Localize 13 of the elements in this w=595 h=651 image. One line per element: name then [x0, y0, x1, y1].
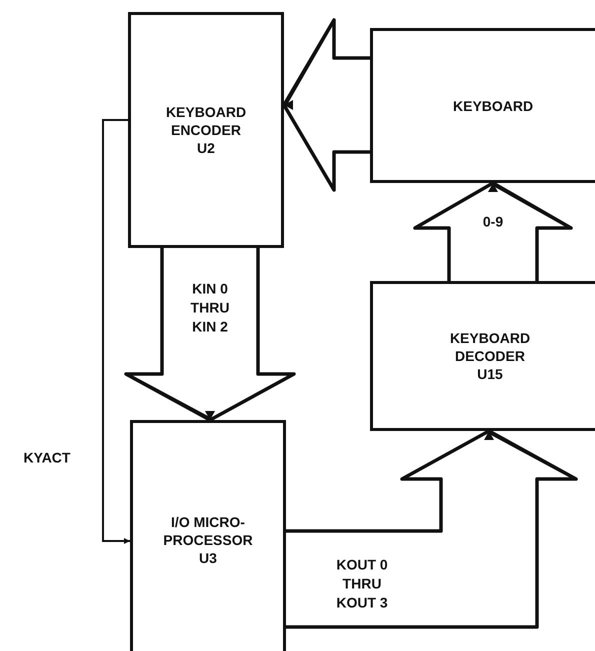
signal-arrow — [102, 119, 130, 544]
block-label: KEYBOARD — [453, 96, 534, 114]
bus-arrow — [413, 181, 573, 283]
decoder-box — [370, 281, 595, 431]
bus-arrow — [282, 18, 372, 192]
bus-arrow — [284, 429, 578, 629]
block-label: KEYBOARD DECODER U15 — [450, 329, 530, 383]
keyboard-box — [370, 28, 595, 183]
bus-arrow — [124, 246, 296, 422]
microprocessor-box — [130, 420, 286, 651]
block-label: KEYBOARD ENCODER U2 — [166, 103, 246, 157]
block-label: I/O MICRO- PROCESSOR U3 — [163, 513, 253, 567]
encoder-box — [128, 12, 284, 248]
